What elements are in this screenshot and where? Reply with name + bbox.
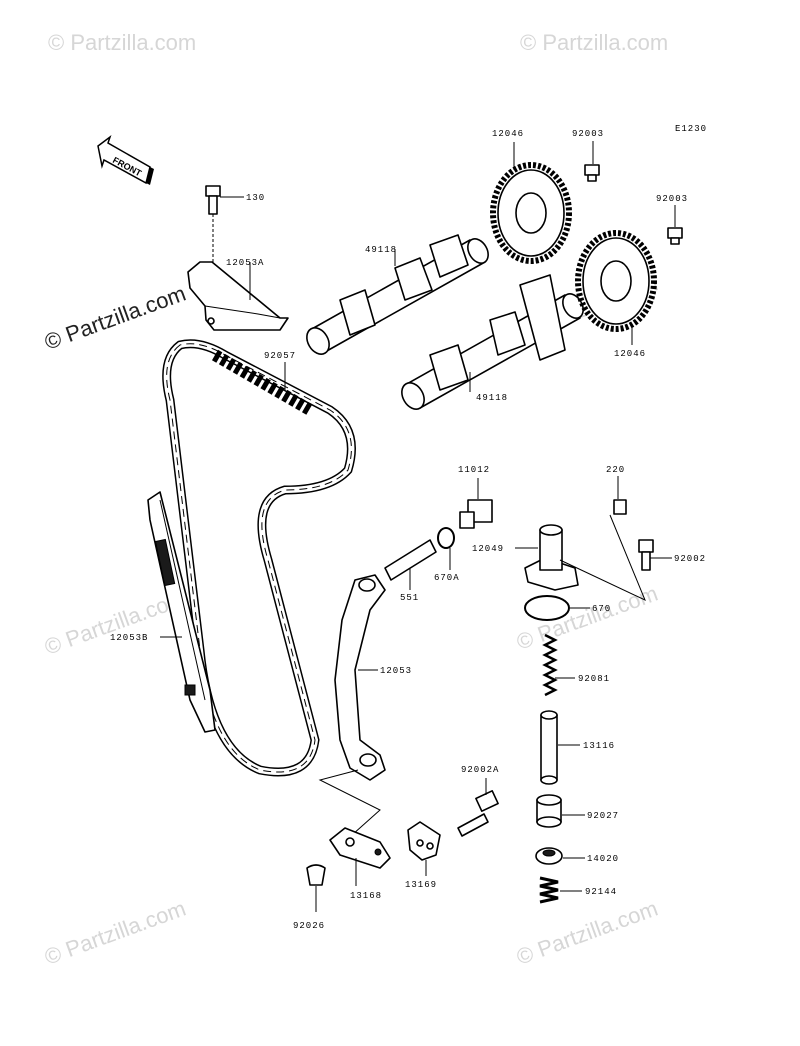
plug-11012 [459,478,493,529]
label-12046-lower: 12046 [614,349,646,359]
label-130: 130 [246,193,265,203]
label-13168: 13168 [350,891,382,901]
label-551: 551 [400,593,419,603]
label-92081: 92081 [578,674,610,684]
label-92144: 92144 [585,887,617,897]
bolt-92003-upper [584,141,600,182]
label-92027: 92027 [587,811,619,821]
nut-14020 [535,847,563,865]
label-12046-upper: 12046 [492,129,524,139]
label-12053a: 12053A [226,258,264,268]
oring-670 [524,595,570,621]
label-49118-lower: 49118 [476,393,508,403]
push-rod-13116 [540,710,558,785]
label-49118-upper: 49118 [365,245,397,255]
label-13116: 13116 [583,741,615,751]
tensioner-body-12049 [524,524,579,591]
label-92057: 92057 [264,351,296,361]
label-220: 220 [606,465,625,475]
watermark-main: © Partzilla.com [41,281,189,355]
label-670: 670 [592,604,611,614]
label-12053: 12053 [380,666,412,676]
label-92003-upper: 92003 [572,129,604,139]
chain-guide-12053b [147,491,216,733]
label-11012: 11012 [458,465,490,475]
camshaft-upper [306,234,489,355]
label-670a: 670A [434,573,460,583]
chain-guide-12053 [334,574,386,781]
bolt-220 [613,476,627,515]
watermark-top-right: © Partzilla.com [520,30,668,55]
camshaft-lower [401,274,584,410]
bolt-92002a [457,778,499,837]
label-12049: 12049 [472,544,504,554]
front-arrow-icon: FRONT [97,134,154,185]
label-14020: 14020 [587,854,619,864]
label-92002: 92002 [674,554,706,564]
watermark-top-left: © Partzilla.com [48,30,196,55]
label-12053b: 12053B [110,633,148,643]
bolt-92003-lower [667,205,683,245]
label-92003-lower: 92003 [656,194,688,204]
sprocket-upper [490,162,572,264]
bracket-13168 [329,827,391,869]
chain-guide-12053a [187,261,289,331]
watermark-bottom-left: © Partzilla.com [41,896,189,970]
bolt-92026 [306,864,326,912]
label-92026: 92026 [293,921,325,931]
label-13169: 13169 [405,880,437,890]
collar-92027 [536,794,562,828]
spring-92144 [539,876,559,904]
pin-551 [384,539,437,581]
sprocket-lower [575,230,657,332]
spring-92081 [542,633,558,697]
bolt-92002 [638,539,672,571]
diagram-code: E1230 [675,124,707,134]
label-92002a: 92002A [461,765,499,775]
watermark-bottom-right: © Partzilla.com [513,896,661,970]
oring-670a [437,527,455,549]
plate-13169 [407,821,441,861]
